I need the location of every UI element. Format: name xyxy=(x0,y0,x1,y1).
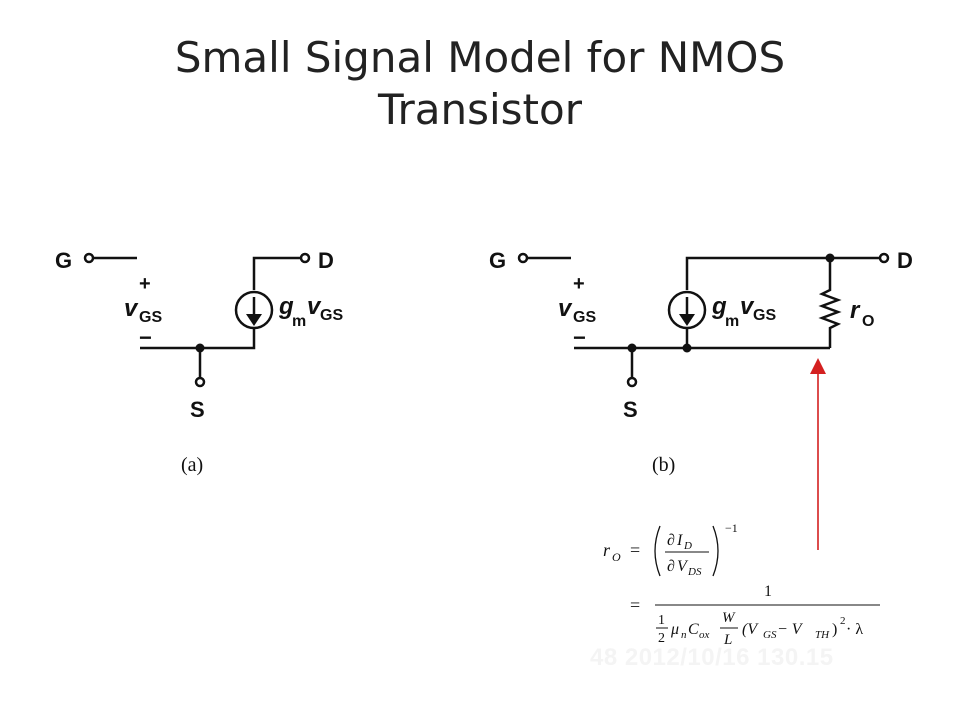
ro-sub: O xyxy=(862,313,874,330)
caption-a: (a) xyxy=(181,454,203,476)
half-num: 1 xyxy=(658,613,665,628)
gm-g-a: g xyxy=(278,293,294,320)
mu-sub: n xyxy=(681,629,687,641)
half-den: 2 xyxy=(658,631,665,646)
partial-den: ∂ xyxy=(667,558,675,575)
vth-sub: TH xyxy=(815,629,830,641)
source-rail-a xyxy=(140,328,256,350)
gate-label-b: G xyxy=(489,248,506,273)
eq-equals-2: = xyxy=(630,595,640,615)
vgs-v-b: v xyxy=(558,295,573,322)
minus-sign-b: − xyxy=(573,325,586,350)
vgs-sub-a: GS xyxy=(139,309,162,326)
plus-sign-a: + xyxy=(139,273,151,295)
eq-lhs-r: r xyxy=(603,540,611,560)
minus-V: − V xyxy=(777,621,804,638)
close-paren: ) xyxy=(832,621,837,638)
cs-node-b xyxy=(682,343,692,353)
V-den: V xyxy=(677,558,689,575)
gm-v-a: v xyxy=(307,293,322,320)
gm-v-b: v xyxy=(740,293,755,320)
exp-neg1: −1 xyxy=(725,521,738,535)
gate-terminal-a xyxy=(83,252,95,264)
current-arrow-head-a xyxy=(246,314,262,326)
eq-one: 1 xyxy=(764,583,772,600)
gm-g-b: g xyxy=(711,293,727,320)
I-num: I xyxy=(676,532,683,549)
vgs-v-a: v xyxy=(124,295,139,322)
vgs-sub-b: GS xyxy=(573,309,596,326)
drain-terminal-a xyxy=(299,252,311,264)
eq-lhs-sub: O xyxy=(612,550,621,564)
right-paren-1 xyxy=(712,525,719,577)
resistor-ro xyxy=(818,258,842,348)
gate-label-a: G xyxy=(55,248,72,273)
gate-terminal-b xyxy=(517,252,529,264)
dot-lambda: · λ xyxy=(846,621,863,638)
squared: 2 xyxy=(840,615,846,627)
source-label-b: S xyxy=(623,397,638,422)
ro-equation: r O = ∂ I D ∂ V DS −1 = 1 1 2 μ n C ox W… xyxy=(603,521,880,648)
W: W xyxy=(722,610,736,626)
current-arrow-head-b xyxy=(679,314,695,326)
circuit-a-labels: G D S + − v GS g m v GS (a) xyxy=(55,248,343,476)
C: C xyxy=(688,621,699,638)
circuit-b xyxy=(517,252,890,388)
title-line-2: Transistor xyxy=(378,85,582,134)
C-sub: ox xyxy=(699,629,710,641)
I-sub: D xyxy=(683,540,692,552)
title-line-1: Small Signal Model for NMOS xyxy=(174,33,786,82)
gm-vsub-a: GS xyxy=(320,307,343,324)
ro-r: r xyxy=(850,297,861,324)
gm-vsub-b: GS xyxy=(753,307,776,324)
source-label-a: S xyxy=(190,397,205,422)
source-terminal-a xyxy=(194,376,206,388)
drain-label-a: D xyxy=(318,248,334,273)
source-terminal-b xyxy=(626,376,638,388)
drain-wire-b xyxy=(685,256,880,290)
slide-title: Small Signal Model for NMOS Transistor xyxy=(0,32,960,136)
minus-sign-a: − xyxy=(139,325,152,350)
paren-V: (V xyxy=(742,621,759,638)
partial-num: ∂ xyxy=(667,532,675,549)
caption-b: (b) xyxy=(652,454,675,476)
plus-sign-b: + xyxy=(573,273,585,295)
eq-equals-1: = xyxy=(630,540,640,560)
circuit-a xyxy=(83,252,311,388)
mu: μ xyxy=(670,621,679,638)
circuit-b-labels: G D S + − v GS g m v GS r O (b) xyxy=(489,248,913,476)
gm-sub-a: m xyxy=(292,313,306,330)
left-paren-1 xyxy=(654,525,661,577)
drain-wire-a xyxy=(252,256,301,290)
gm-sub-b: m xyxy=(725,313,739,330)
drain-terminal-b xyxy=(878,252,890,264)
L: L xyxy=(723,632,732,648)
vgs-eq-sub: GS xyxy=(763,629,777,641)
drain-label-b: D xyxy=(897,248,913,273)
V-den-sub: DS xyxy=(687,566,702,578)
watermark: 48 2012/10/16 130.15 xyxy=(590,644,834,671)
